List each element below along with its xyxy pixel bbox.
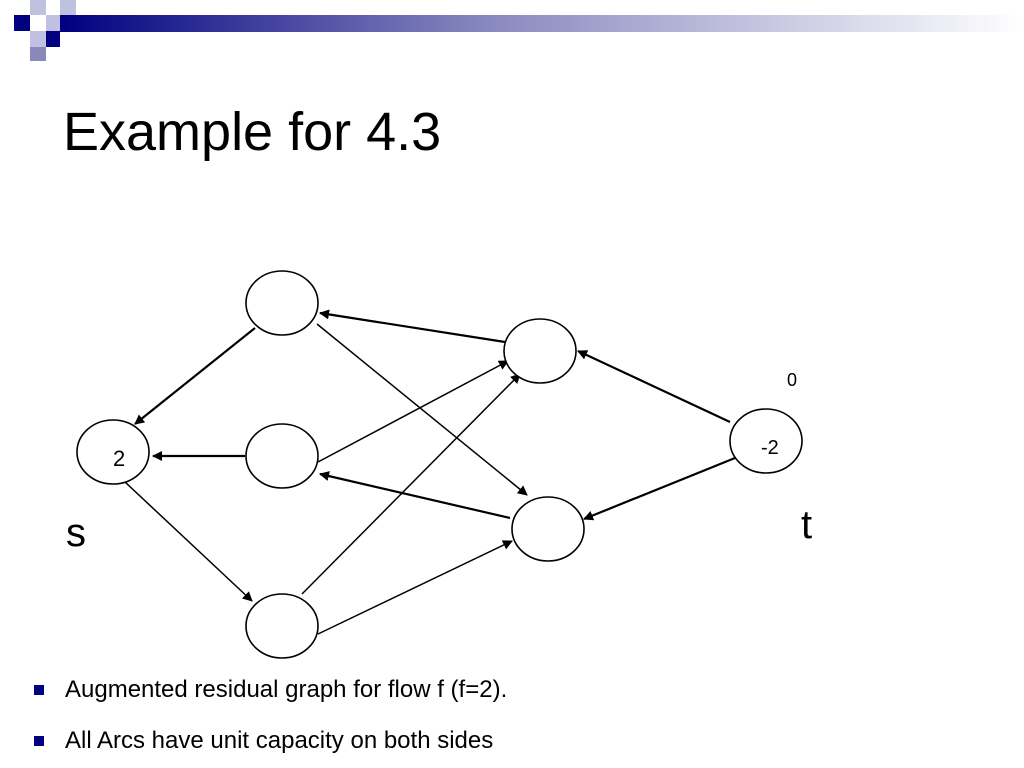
edge-s-to-c bbox=[124, 481, 253, 602]
banner-square bbox=[14, 15, 30, 31]
source-label: s bbox=[66, 511, 86, 555]
residual-graph: 2 -2 0 s t bbox=[66, 270, 812, 659]
node-t bbox=[729, 408, 803, 474]
node-t-value: -2 bbox=[761, 437, 779, 459]
sink-label: t bbox=[801, 503, 812, 547]
edge-e-to-b bbox=[319, 471, 511, 520]
bullet-list: Augmented residual graph for flow f (f=2… bbox=[30, 664, 507, 766]
banner-square bbox=[46, 15, 60, 31]
bullet-item: All Arcs have unit capacity on both side… bbox=[30, 715, 507, 766]
banner-square bbox=[60, 0, 76, 15]
bullet-square-icon bbox=[34, 684, 44, 695]
nodes bbox=[76, 270, 803, 659]
edge-c-to-e bbox=[317, 540, 513, 635]
banner-square bbox=[30, 31, 46, 47]
banner-gradient-bar bbox=[60, 15, 1024, 32]
node-t-top-value: 0 bbox=[787, 370, 797, 390]
header-banner bbox=[14, 0, 1024, 61]
edge-d-to-a bbox=[319, 309, 506, 344]
edge-a-to-s bbox=[134, 327, 256, 425]
bullet-text: Augmented residual graph for flow f (f=2… bbox=[65, 675, 508, 703]
edge-a-to-e bbox=[316, 323, 528, 496]
node-c bbox=[245, 593, 319, 659]
node-s-value: 2 bbox=[113, 446, 125, 471]
node-e bbox=[511, 496, 585, 562]
bullet-text: All Arcs have unit capacity on both side… bbox=[65, 726, 494, 754]
banner-square bbox=[30, 0, 46, 15]
banner-square bbox=[46, 31, 60, 47]
node-d bbox=[503, 318, 577, 384]
edge-t-to-e bbox=[583, 456, 736, 521]
page-title: Example for 4.3 bbox=[63, 102, 442, 162]
edges bbox=[124, 309, 736, 635]
node-s bbox=[76, 419, 150, 485]
node-b bbox=[245, 423, 319, 489]
bullet-item: Augmented residual graph for flow f (f=2… bbox=[30, 664, 507, 715]
bullet-square-icon bbox=[34, 735, 44, 746]
edge-b-to-d bbox=[317, 360, 509, 463]
banner-square bbox=[30, 47, 46, 61]
node-a bbox=[245, 270, 319, 336]
edge-t-to-d bbox=[577, 350, 731, 423]
edge-c-to-d bbox=[301, 373, 521, 595]
